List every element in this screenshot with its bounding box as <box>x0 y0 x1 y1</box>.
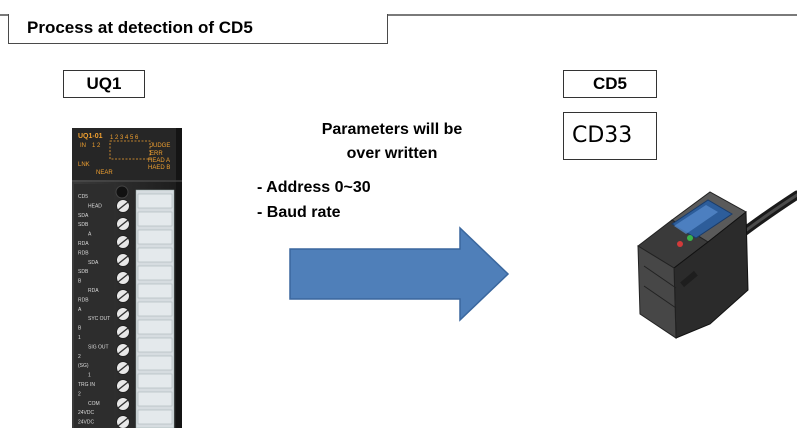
terminal-label: SIG OUT <box>88 344 109 350</box>
terminal-label: B <box>78 326 82 332</box>
parameter-list: - Address 0~30 - Baud rate <box>257 175 371 225</box>
terminal-label: HEAD <box>88 203 102 209</box>
terminal-label: (SG) <box>78 363 89 369</box>
terminal-slot <box>137 265 173 281</box>
screw-slot-line <box>117 363 129 373</box>
uq1-in-numbers: 1 2 <box>92 143 101 149</box>
uq1-lnk-label: LNK <box>78 162 90 168</box>
terminal-slot <box>137 283 173 299</box>
terminal-label: SYC OUT <box>88 316 110 322</box>
list-item-baud-rate: - Baud rate <box>257 204 341 221</box>
message-line-1: Parameters will be <box>321 121 463 138</box>
uq1-label: UQ1 <box>63 70 145 98</box>
terminal-label: A <box>88 232 92 238</box>
terminal-label: COM <box>88 401 100 407</box>
terminal-slot <box>137 247 173 263</box>
screw-slot-line <box>117 273 129 283</box>
page-title: Process at detection of CD5 <box>8 14 388 44</box>
screw-slot-line <box>117 237 129 247</box>
uq1-err-label: ERR <box>150 151 163 157</box>
terminal-screws <box>116 199 130 428</box>
screw-slot-line <box>117 327 129 337</box>
screw-slot-line <box>117 399 129 409</box>
terminal-label: 2 <box>78 391 81 397</box>
terminal-label: B <box>78 279 82 285</box>
terminal-slot <box>137 301 173 317</box>
screw-slot-line <box>117 201 129 211</box>
screw-slot-line <box>117 381 129 391</box>
terminal-label: RDA <box>78 241 89 247</box>
screw-slot-line <box>117 417 129 427</box>
uq1-haed-b-label: HAED B <box>148 165 170 171</box>
terminal-label: 24VDC <box>78 420 95 426</box>
terminal-slot <box>137 355 173 371</box>
list-item-address: - Address 0~30 <box>257 179 371 196</box>
terminal-slot <box>137 337 173 353</box>
terminal-label: SDA <box>78 213 89 219</box>
uq1-device: UQ1-01 1 2 3 4 5 6 IN 1 2 JUDGE ERR HEAD… <box>72 128 182 428</box>
uq1-in-label: IN <box>80 143 86 149</box>
screw-slot-line <box>117 219 129 229</box>
cd5-sensor-device <box>637 190 797 339</box>
terminal-label: SDB <box>78 222 89 228</box>
terminal-label: CD5 <box>78 194 88 200</box>
terminal-label: 2 <box>78 354 81 360</box>
screw-slot-line <box>117 255 129 265</box>
screw-slot-line <box>117 345 129 355</box>
screw-slot-line <box>117 291 129 301</box>
cd33-display: CD33 <box>563 112 657 160</box>
terminal-slot <box>137 373 173 389</box>
terminal-slot <box>137 409 173 425</box>
terminal-label: RDA <box>88 288 99 294</box>
uq1-model-label: UQ1-01 <box>78 133 103 140</box>
header-rule <box>0 14 797 16</box>
message-line-2: over written <box>346 145 438 162</box>
uq1-near-label: NEAR <box>96 170 113 176</box>
terminal-slot <box>137 193 173 209</box>
terminal-label: 24VDC <box>78 410 95 416</box>
uq1-ch-numbers: 1 2 3 4 5 6 <box>110 135 139 141</box>
terminal-label: A <box>78 307 82 313</box>
terminal-label: RDB <box>78 250 89 256</box>
terminal-block-slots <box>137 193 173 425</box>
screw-slot-line <box>117 309 129 319</box>
terminal-slot <box>137 229 173 245</box>
terminal-slot <box>137 211 173 227</box>
parameters-message: Parameters will be over written <box>262 118 522 166</box>
terminal-slot <box>137 391 173 407</box>
terminal-label: 1 <box>78 335 81 341</box>
uq1-head-a-label: HEAD A <box>148 158 170 164</box>
terminal-label: SDA <box>88 260 99 266</box>
uq1-judge-label: JUDGE <box>150 143 170 149</box>
terminal-label: RDB <box>78 297 89 303</box>
right-arrow-icon <box>289 226 510 322</box>
cd5-label: CD5 <box>563 70 657 98</box>
terminal-label: SDB <box>78 269 89 275</box>
terminal-slot <box>137 319 173 335</box>
terminal-label: 1 <box>88 373 91 379</box>
terminal-label: TRG IN <box>78 382 95 388</box>
